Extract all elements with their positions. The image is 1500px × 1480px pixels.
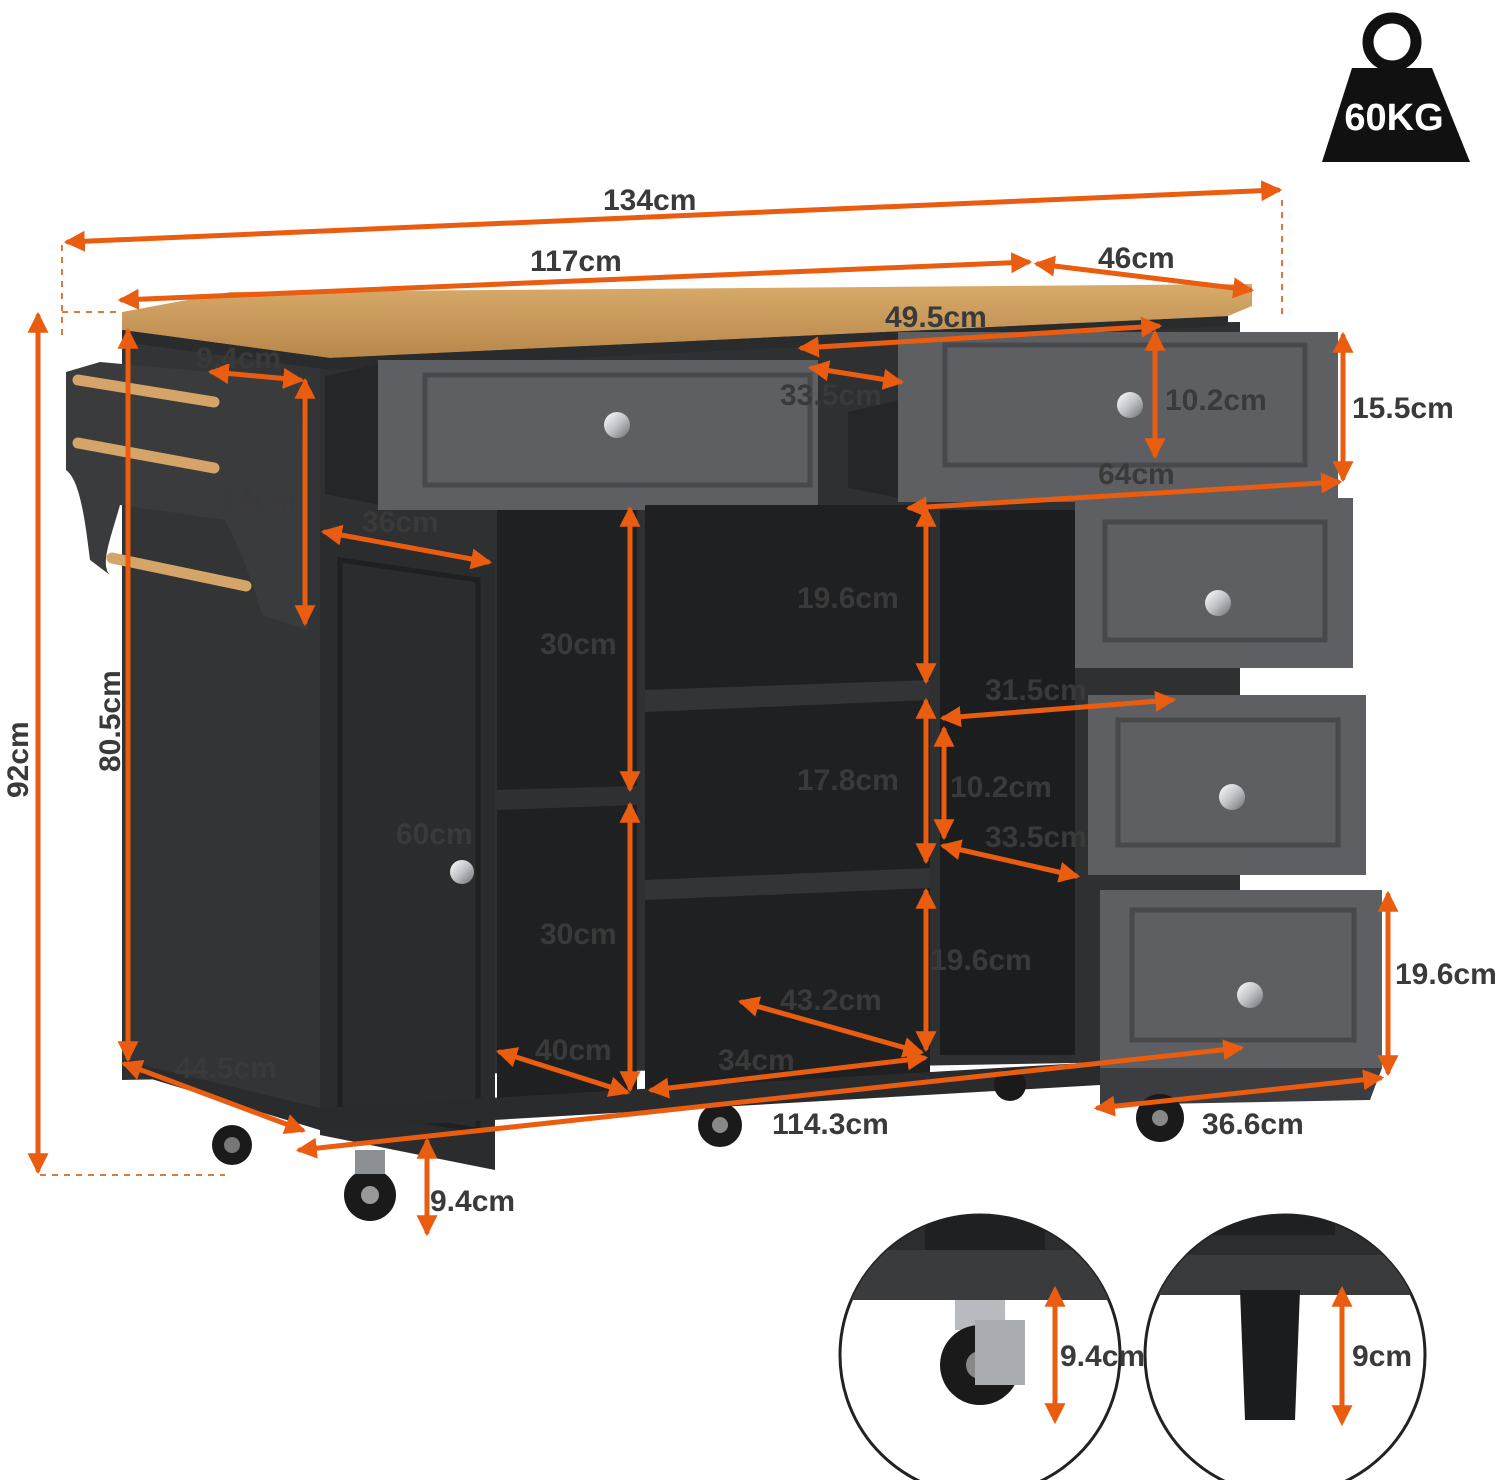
reference-lines — [40, 200, 1283, 1176]
label-overall-width: 134cm — [603, 184, 696, 217]
label-top-drawer-front-height: 15.5cm — [1352, 392, 1454, 425]
label-side-drawer-depth: 31.5cm — [985, 674, 1087, 707]
door-knob — [450, 860, 474, 884]
label-side-shelf-depth: 40cm — [535, 1034, 612, 1067]
label-cabinet-height: 80.5cm — [94, 670, 127, 772]
middle-shelf-compartment — [645, 505, 930, 1090]
weight-label: 60KG — [1344, 97, 1443, 139]
right-drawer-stack — [940, 498, 1382, 1105]
arrow-top-drawer-inner-depth — [807, 360, 905, 390]
label-drawer-section-width: 64cm — [1098, 458, 1175, 491]
arrow-drawer-section-depth — [1093, 1069, 1385, 1117]
arrow-base-width — [295, 1039, 1245, 1159]
arrow-towel-rack-depth — [207, 363, 305, 389]
label-shelf-lower-gap: 19.6cm — [930, 944, 1032, 977]
label-cabinet-depth: 44.5cm — [175, 1052, 277, 1085]
drawer-knob — [1219, 784, 1245, 810]
drawer-knob — [1205, 590, 1231, 616]
label-shelf-upper-gap: 19.6cm — [797, 582, 899, 615]
label-bottom-drawer-height: 19.6cm — [1395, 958, 1497, 991]
label-door-width: 36cm — [362, 506, 439, 539]
label-open-shelf-lower: 30cm — [540, 918, 617, 951]
label-top-width: 117cm — [530, 245, 622, 278]
caster-inset-label: 9.4cm — [1060, 1340, 1145, 1373]
dimension-labels: 134cm 117cm 46cm 49.5cm 33.5cm 10.2cm 15… — [2, 184, 1497, 1218]
arrow-overall-width — [63, 180, 1283, 252]
drawer-knob — [1237, 982, 1263, 1008]
arrow-side-drawer-depth — [939, 690, 1177, 728]
top-right-drawer — [848, 332, 1338, 502]
label-open-shelf-upper: 30cm — [540, 628, 617, 661]
leg-inset-label: 9cm — [1352, 1340, 1412, 1373]
arrow-cabinet-depth — [121, 1060, 306, 1134]
label-towel-rack-depth: 9.4cm — [196, 342, 281, 375]
arrow-top-drawer-width — [797, 316, 1163, 358]
label-top-drawer-width: 49.5cm — [885, 301, 987, 334]
label-drop-leaf-depth: 46cm — [1098, 242, 1175, 275]
label-middle-shelf-width: 34cm — [718, 1044, 795, 1077]
label-middle-shelf-depth: 43.2cm — [780, 984, 882, 1017]
label-drawer-section-depth: 36.6cm — [1202, 1108, 1304, 1141]
label-wheel-height: 9.4cm — [430, 1185, 515, 1218]
dimension-lines — [27, 180, 1399, 1237]
label-side-drawer-inner-depth: 33.5cm — [985, 821, 1087, 854]
leg-detail-inset: 9cm — [1143, 1213, 1427, 1480]
label-spice-rack-height: 24cm — [220, 484, 297, 517]
label-top-drawer-inner-depth: 33.5cm — [780, 379, 882, 412]
arrow-side-drawer-inner-depth — [939, 839, 1081, 883]
label-top-drawer-inner-height: 10.2cm — [1165, 384, 1267, 417]
label-base-width: 114.3cm — [772, 1108, 889, 1141]
caster-detail-inset: 9.4cm — [838, 1213, 1145, 1480]
left-shelf-compartment — [497, 510, 637, 1110]
label-side-drawer-inner-height: 10.2cm — [950, 771, 1052, 804]
arrow-door-width — [320, 524, 493, 570]
arrow-drawer-section-width — [905, 472, 1343, 518]
weight-badge: 60KG — [1322, 12, 1470, 162]
arrow-leaf-depth — [1033, 255, 1255, 299]
drawer-knob — [604, 412, 630, 438]
drawer-knob — [1117, 392, 1143, 418]
top-left-drawer — [325, 360, 818, 510]
label-total-height: 92cm — [2, 721, 35, 798]
arrow-top-width — [117, 252, 1033, 310]
label-shelf-middle-gap: 17.8cm — [797, 764, 899, 797]
label-door-height: 60cm — [396, 818, 473, 851]
weight-icon — [1322, 12, 1470, 162]
